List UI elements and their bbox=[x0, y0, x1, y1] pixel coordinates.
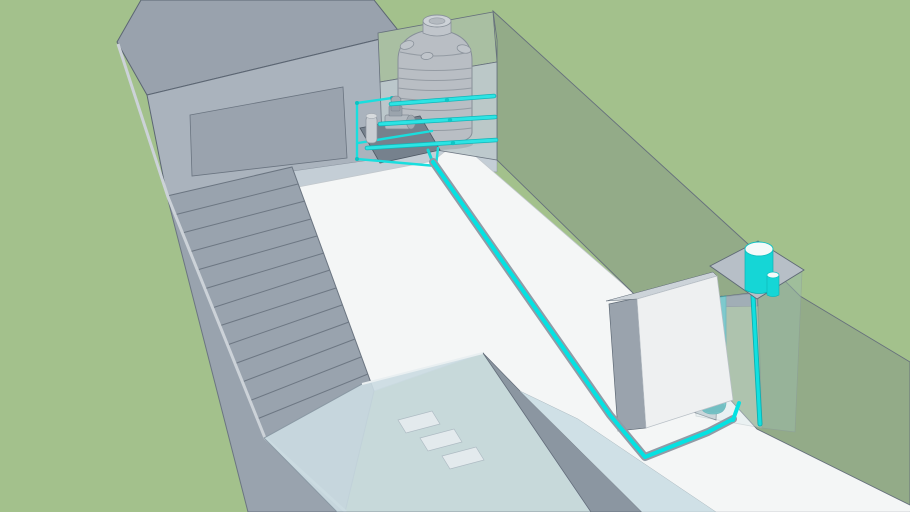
tank-cap-inner bbox=[428, 17, 446, 25]
back-wall-door-recess bbox=[189, 86, 348, 177]
stair-tread bbox=[248, 356, 362, 402]
channel-riser-elbow bbox=[731, 401, 741, 422]
tank-lid-nub bbox=[420, 52, 434, 60]
pipe-collar bbox=[444, 97, 450, 103]
stairwell-lower-floor bbox=[519, 390, 717, 512]
pipe-joint bbox=[355, 157, 359, 161]
supply-pipe bbox=[365, 138, 498, 150]
west-wall-top-slab bbox=[116, 0, 402, 96]
pressure-vessel bbox=[365, 115, 378, 144]
stair-tread bbox=[218, 287, 337, 327]
lower-stair-step bbox=[397, 410, 441, 434]
pipe-collar bbox=[447, 117, 453, 123]
stair-tread bbox=[241, 338, 356, 383]
pipe-joint bbox=[355, 101, 359, 105]
pressure-vessel-top bbox=[365, 113, 378, 119]
vent-pipe-large-top bbox=[744, 241, 774, 257]
vent-pipe-small-top bbox=[766, 271, 780, 279]
vent-pipe-small-body bbox=[766, 275, 780, 298]
stair-tread bbox=[256, 373, 369, 420]
stair-tread bbox=[181, 200, 306, 234]
tank-rib bbox=[397, 107, 473, 111]
tank-rib bbox=[397, 87, 473, 91]
stair-tread bbox=[203, 252, 325, 290]
tank-rib bbox=[397, 77, 473, 81]
stair-tread bbox=[211, 269, 331, 309]
floor-channel-pipe bbox=[431, 160, 735, 459]
stair-tread bbox=[173, 183, 299, 216]
stair-tread bbox=[196, 235, 318, 271]
pipe-collar bbox=[450, 140, 456, 146]
shaft-right-glass bbox=[757, 271, 803, 433]
stair-tread bbox=[233, 321, 350, 365]
glass-cover-edge-highlight bbox=[361, 352, 484, 385]
lower-stair-step bbox=[441, 446, 485, 470]
supply-pipe bbox=[378, 115, 497, 126]
supply-pipe bbox=[389, 94, 496, 106]
door-panel-face bbox=[636, 275, 734, 429]
stairwell-void-face bbox=[482, 352, 643, 512]
lower-stair-step bbox=[419, 428, 463, 452]
tank-lid-nub bbox=[399, 40, 415, 50]
stair-tread bbox=[226, 304, 343, 346]
tank-rib bbox=[397, 67, 473, 71]
pump-frame-pipe bbox=[355, 157, 438, 168]
tank-lid-nub bbox=[456, 44, 472, 54]
stair-tread bbox=[188, 218, 312, 253]
riser-pipe-small bbox=[751, 294, 762, 426]
pump-frame-pipe bbox=[355, 96, 394, 105]
